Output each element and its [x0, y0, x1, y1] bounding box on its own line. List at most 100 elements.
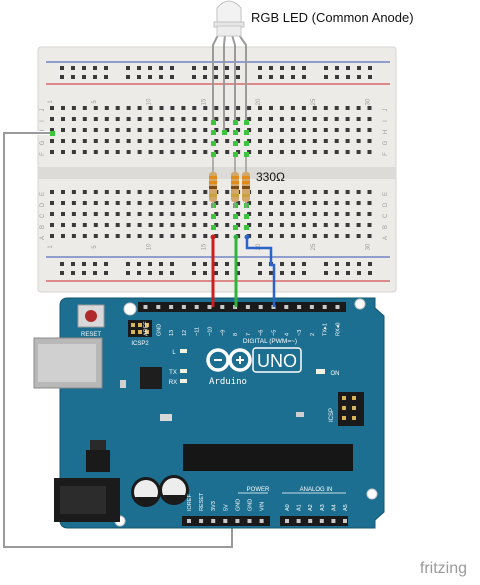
breadboard-hole — [301, 212, 306, 216]
breadboard-hole — [236, 212, 241, 216]
rail-hole — [203, 75, 207, 79]
capacitor-marking — [163, 495, 185, 503]
rgb-led-dome — [216, 0, 242, 23]
rail-hole — [104, 75, 108, 79]
breadboard-hole — [148, 234, 153, 238]
breadboard-hole — [181, 234, 186, 238]
breadboard-hole — [258, 117, 262, 121]
rail-hole — [225, 271, 229, 275]
power-header-pins — [187, 519, 264, 523]
breadboard-hole — [269, 212, 273, 216]
header-pin — [220, 305, 225, 309]
breadboard-hole — [345, 117, 350, 121]
pin-label: 8 — [233, 333, 239, 336]
breadboard-hole — [61, 139, 65, 143]
breadboard-hole — [61, 212, 65, 216]
header-pin — [245, 305, 250, 309]
breadboard-hole — [269, 201, 273, 205]
column-number: 15 — [201, 98, 207, 105]
breadboard-hole — [61, 201, 65, 205]
rail-hole — [280, 66, 284, 70]
breadboard-hole — [192, 190, 197, 194]
breadboard-hole — [82, 190, 87, 194]
breadboard-hole — [170, 223, 175, 227]
breadboard-hole — [301, 223, 306, 227]
breadboard-hole — [367, 128, 372, 132]
breadboard-hole — [356, 106, 361, 110]
blue-wire — [245, 237, 276, 307]
rail-hole — [302, 271, 306, 275]
breadboard-hole — [279, 190, 284, 194]
breadboard-hole — [225, 150, 230, 154]
breadboard-hole — [170, 190, 175, 194]
rail-hole — [170, 262, 174, 266]
arduino-logo-icon — [206, 348, 252, 372]
breadboard-hole — [104, 117, 109, 121]
breadboard-hole — [137, 139, 142, 143]
breadboard-hole — [356, 201, 361, 205]
breadboard-hole — [50, 106, 54, 110]
pin-label: A2 — [308, 504, 314, 511]
header-pin — [322, 305, 327, 309]
rail-hole — [71, 66, 75, 70]
breadboard-hole — [258, 106, 262, 110]
rail-hole — [324, 262, 328, 266]
breadboard-hole — [345, 139, 350, 143]
breadboard-hole — [345, 150, 350, 154]
breadboard-hole — [356, 117, 361, 121]
rail-hole — [192, 262, 196, 266]
breadboard-hole — [159, 223, 164, 227]
rail-hole — [335, 75, 339, 79]
breadboard-hole — [148, 150, 153, 154]
rgb-led-label: RGB LED (Common Anode) — [251, 10, 414, 25]
rail-hole — [170, 75, 174, 79]
rail-hole — [258, 262, 262, 266]
breadboard-hole — [93, 139, 98, 143]
pin-label: 7 — [246, 333, 252, 336]
breadboard-hole — [115, 223, 120, 227]
reset-button-cap[interactable] — [85, 310, 97, 322]
rail-hole — [368, 66, 372, 70]
breadboard-hole — [181, 190, 186, 194]
breadboard-hole — [225, 201, 230, 205]
row-letter: J — [383, 109, 389, 112]
atmega-chip — [183, 444, 353, 471]
breadboard-hole — [82, 150, 87, 154]
rail-hole — [291, 75, 295, 79]
breadboard-hole — [181, 117, 186, 121]
pin-label: A4 — [331, 504, 337, 511]
breadboard-hole — [312, 139, 317, 143]
breadboard-hole — [170, 150, 175, 154]
breadboard-hole — [50, 117, 54, 121]
breadboard-hole — [203, 201, 208, 205]
breadboard-hole — [159, 117, 164, 121]
rail-hole — [203, 262, 207, 266]
mounting-hole — [366, 488, 378, 500]
breadboard-hole — [50, 139, 54, 143]
breadboard-hole — [247, 139, 252, 143]
column-number: 25 — [311, 243, 317, 250]
breadboard-hole — [356, 223, 361, 227]
row-letter: G — [40, 140, 46, 145]
rail-hole — [225, 262, 229, 266]
pin-label: IOREF — [187, 494, 193, 511]
breadboard-hole — [367, 212, 372, 216]
breadboard-hole — [258, 201, 262, 205]
breadboard-hole — [312, 223, 317, 227]
rail-hole — [324, 66, 328, 70]
header-pin — [285, 519, 289, 523]
breadboard-hole — [203, 117, 208, 121]
rail-hole — [280, 271, 284, 275]
breadboard-hole — [225, 117, 230, 121]
breadboard-hole — [137, 223, 142, 227]
pin-label: RX◂0 — [336, 323, 342, 336]
rail-hole — [126, 75, 130, 79]
breadboard-hole — [247, 150, 252, 154]
rail-hole — [82, 262, 86, 266]
breadboard-hole — [137, 106, 142, 110]
header-pin — [343, 519, 347, 523]
blue-wire-end — [244, 234, 250, 240]
row-letter: D — [383, 202, 389, 207]
rail-hole — [192, 75, 196, 79]
